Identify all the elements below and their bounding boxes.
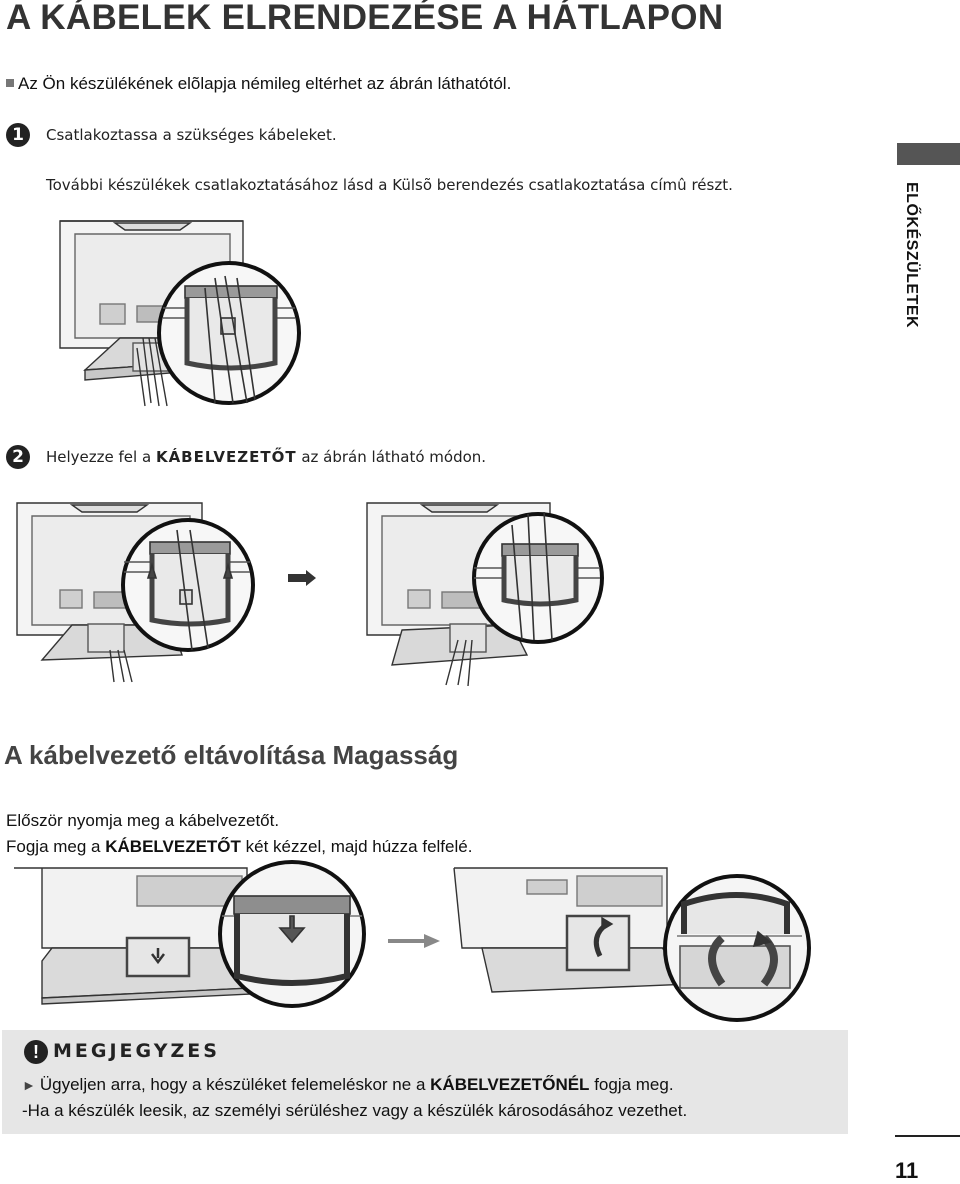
figure-step1: [59, 220, 301, 407]
figure-removal-pull: [453, 867, 811, 1022]
bullet-square-icon: [6, 79, 14, 87]
step-2-text-after: az ábrán látható módon.: [301, 448, 487, 466]
removal-keyword: KÁBELVEZETŐT: [105, 837, 241, 856]
removal-line-2-after: két kézzel, majd húzza felfelé.: [245, 837, 473, 856]
exclamation-icon: !: [24, 1040, 48, 1064]
removal-line-2-before: Fogja meg a: [6, 837, 101, 856]
removal-line-2: Fogja meg a KÁBELVEZETŐT két kézzel, maj…: [6, 837, 472, 857]
page-title: A KÁBELEK ELRENDEZÉSE A HÁTLAPON: [6, 0, 724, 37]
note-line-1-after: fogja meg.: [594, 1075, 674, 1094]
right-arrow-icon: [288, 570, 316, 586]
figure-step2-after: [366, 502, 604, 687]
page-number-rule: [895, 1135, 960, 1137]
intro-note-text: Az Ön készülékének elõlapja némileg elté…: [18, 74, 512, 93]
step-1-text: Csatlakoztassa a szükséges kábeleket.: [46, 126, 337, 144]
step-1-badge: 1: [6, 123, 30, 147]
bullet-triangle-icon: ►: [22, 1077, 36, 1093]
note-keyword: KÁBELVEZETŐNÉL: [430, 1075, 590, 1094]
removal-arrow-icon: [388, 934, 440, 948]
note-line-1-before: Ügyeljen arra, hogy a készüléket felemel…: [39, 1075, 426, 1094]
removal-line-1: Először nyomja meg a kábelvezetőt.: [6, 811, 280, 830]
page-number: 11: [895, 1158, 919, 1183]
note-heading: MEGJEGYZES: [53, 1040, 220, 1062]
intro-note: Az Ön készülékének elõlapja némileg elté…: [6, 74, 511, 94]
side-tab-bar: [897, 143, 960, 165]
step-2-text-before: Helyezze fel a: [46, 448, 152, 466]
step-2-badge: 2: [6, 445, 30, 469]
step-1-subtext: További készülékek csatlakoztatásához lá…: [46, 176, 733, 194]
figure-removal-press: [14, 860, 366, 1008]
note-line-2: -Ha a készülék leesik, az személyi sérül…: [22, 1101, 688, 1120]
figure-step2-before: [16, 502, 255, 683]
step-2-keyword: KÁBELVEZETŐT: [155, 448, 297, 466]
note-box: [2, 1030, 848, 1134]
note-line-1: ►Ügyeljen arra, hogy a készüléket feleme…: [22, 1075, 674, 1095]
section-heading: A kábelvezető eltávolítása Magasság: [4, 740, 459, 770]
side-tab-label: ELŐKÉSZÜLETEK: [903, 182, 920, 329]
step-2-line: Helyezze fel a KÁBELVEZETŐT az ábrán lát…: [46, 448, 486, 466]
